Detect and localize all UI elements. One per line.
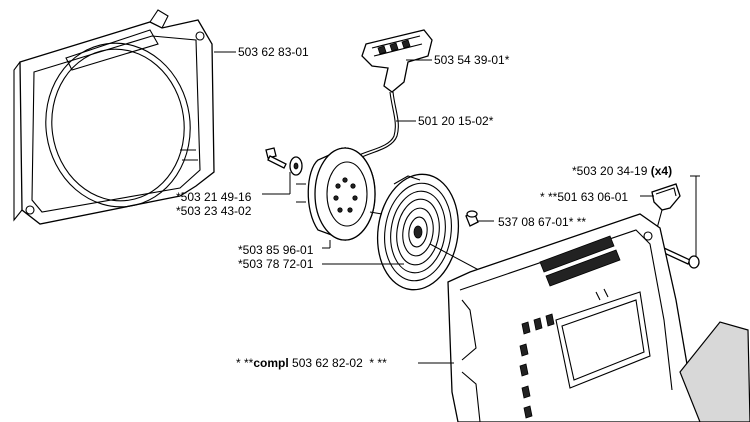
starter-housing xyxy=(447,213,701,422)
label-grommet-part-number: * **501 63 06-01 xyxy=(540,190,629,204)
housing-number: 503 62 82-02 xyxy=(288,356,363,370)
compl-note: compl xyxy=(253,356,289,370)
small-screw xyxy=(465,210,479,227)
label-frame-part-number: 503 62 83-01 xyxy=(238,45,309,59)
label-washer-part-number: *503 23 43-02 xyxy=(176,204,252,218)
label-handle-part-number: 503 54 39-01* xyxy=(434,53,510,67)
housing-suffix: * ** xyxy=(362,356,387,370)
label-screw-part-number: *503 21 49-16 xyxy=(176,190,252,204)
label-rope-part-number: 501 20 15-02* xyxy=(418,114,494,128)
rope-pulley xyxy=(296,146,376,241)
starter-cover-frame xyxy=(13,9,215,225)
recoil-spring xyxy=(376,173,460,291)
label-housing-part-number: * **compl 503 62 82-02 * ** xyxy=(236,356,387,370)
label-housing-screw-part-number: *503 20 34-19 (x4) xyxy=(572,164,672,178)
housing-screw-number: *503 20 34-19 xyxy=(572,164,651,178)
label-pulley-part-number: *503 85 96-01 xyxy=(238,243,314,257)
housing-prefix: * ** xyxy=(236,356,254,370)
screw-and-washer xyxy=(265,147,303,176)
vent-slots xyxy=(519,235,621,419)
label-small-screw-part-number: 537 08 67-01* ** xyxy=(498,215,587,229)
adjacent-panel xyxy=(679,321,750,422)
starter-handle xyxy=(361,29,433,93)
label-spring-part-number: *503 78 72-01 xyxy=(238,257,314,271)
quantity-note: (x4) xyxy=(650,164,673,178)
